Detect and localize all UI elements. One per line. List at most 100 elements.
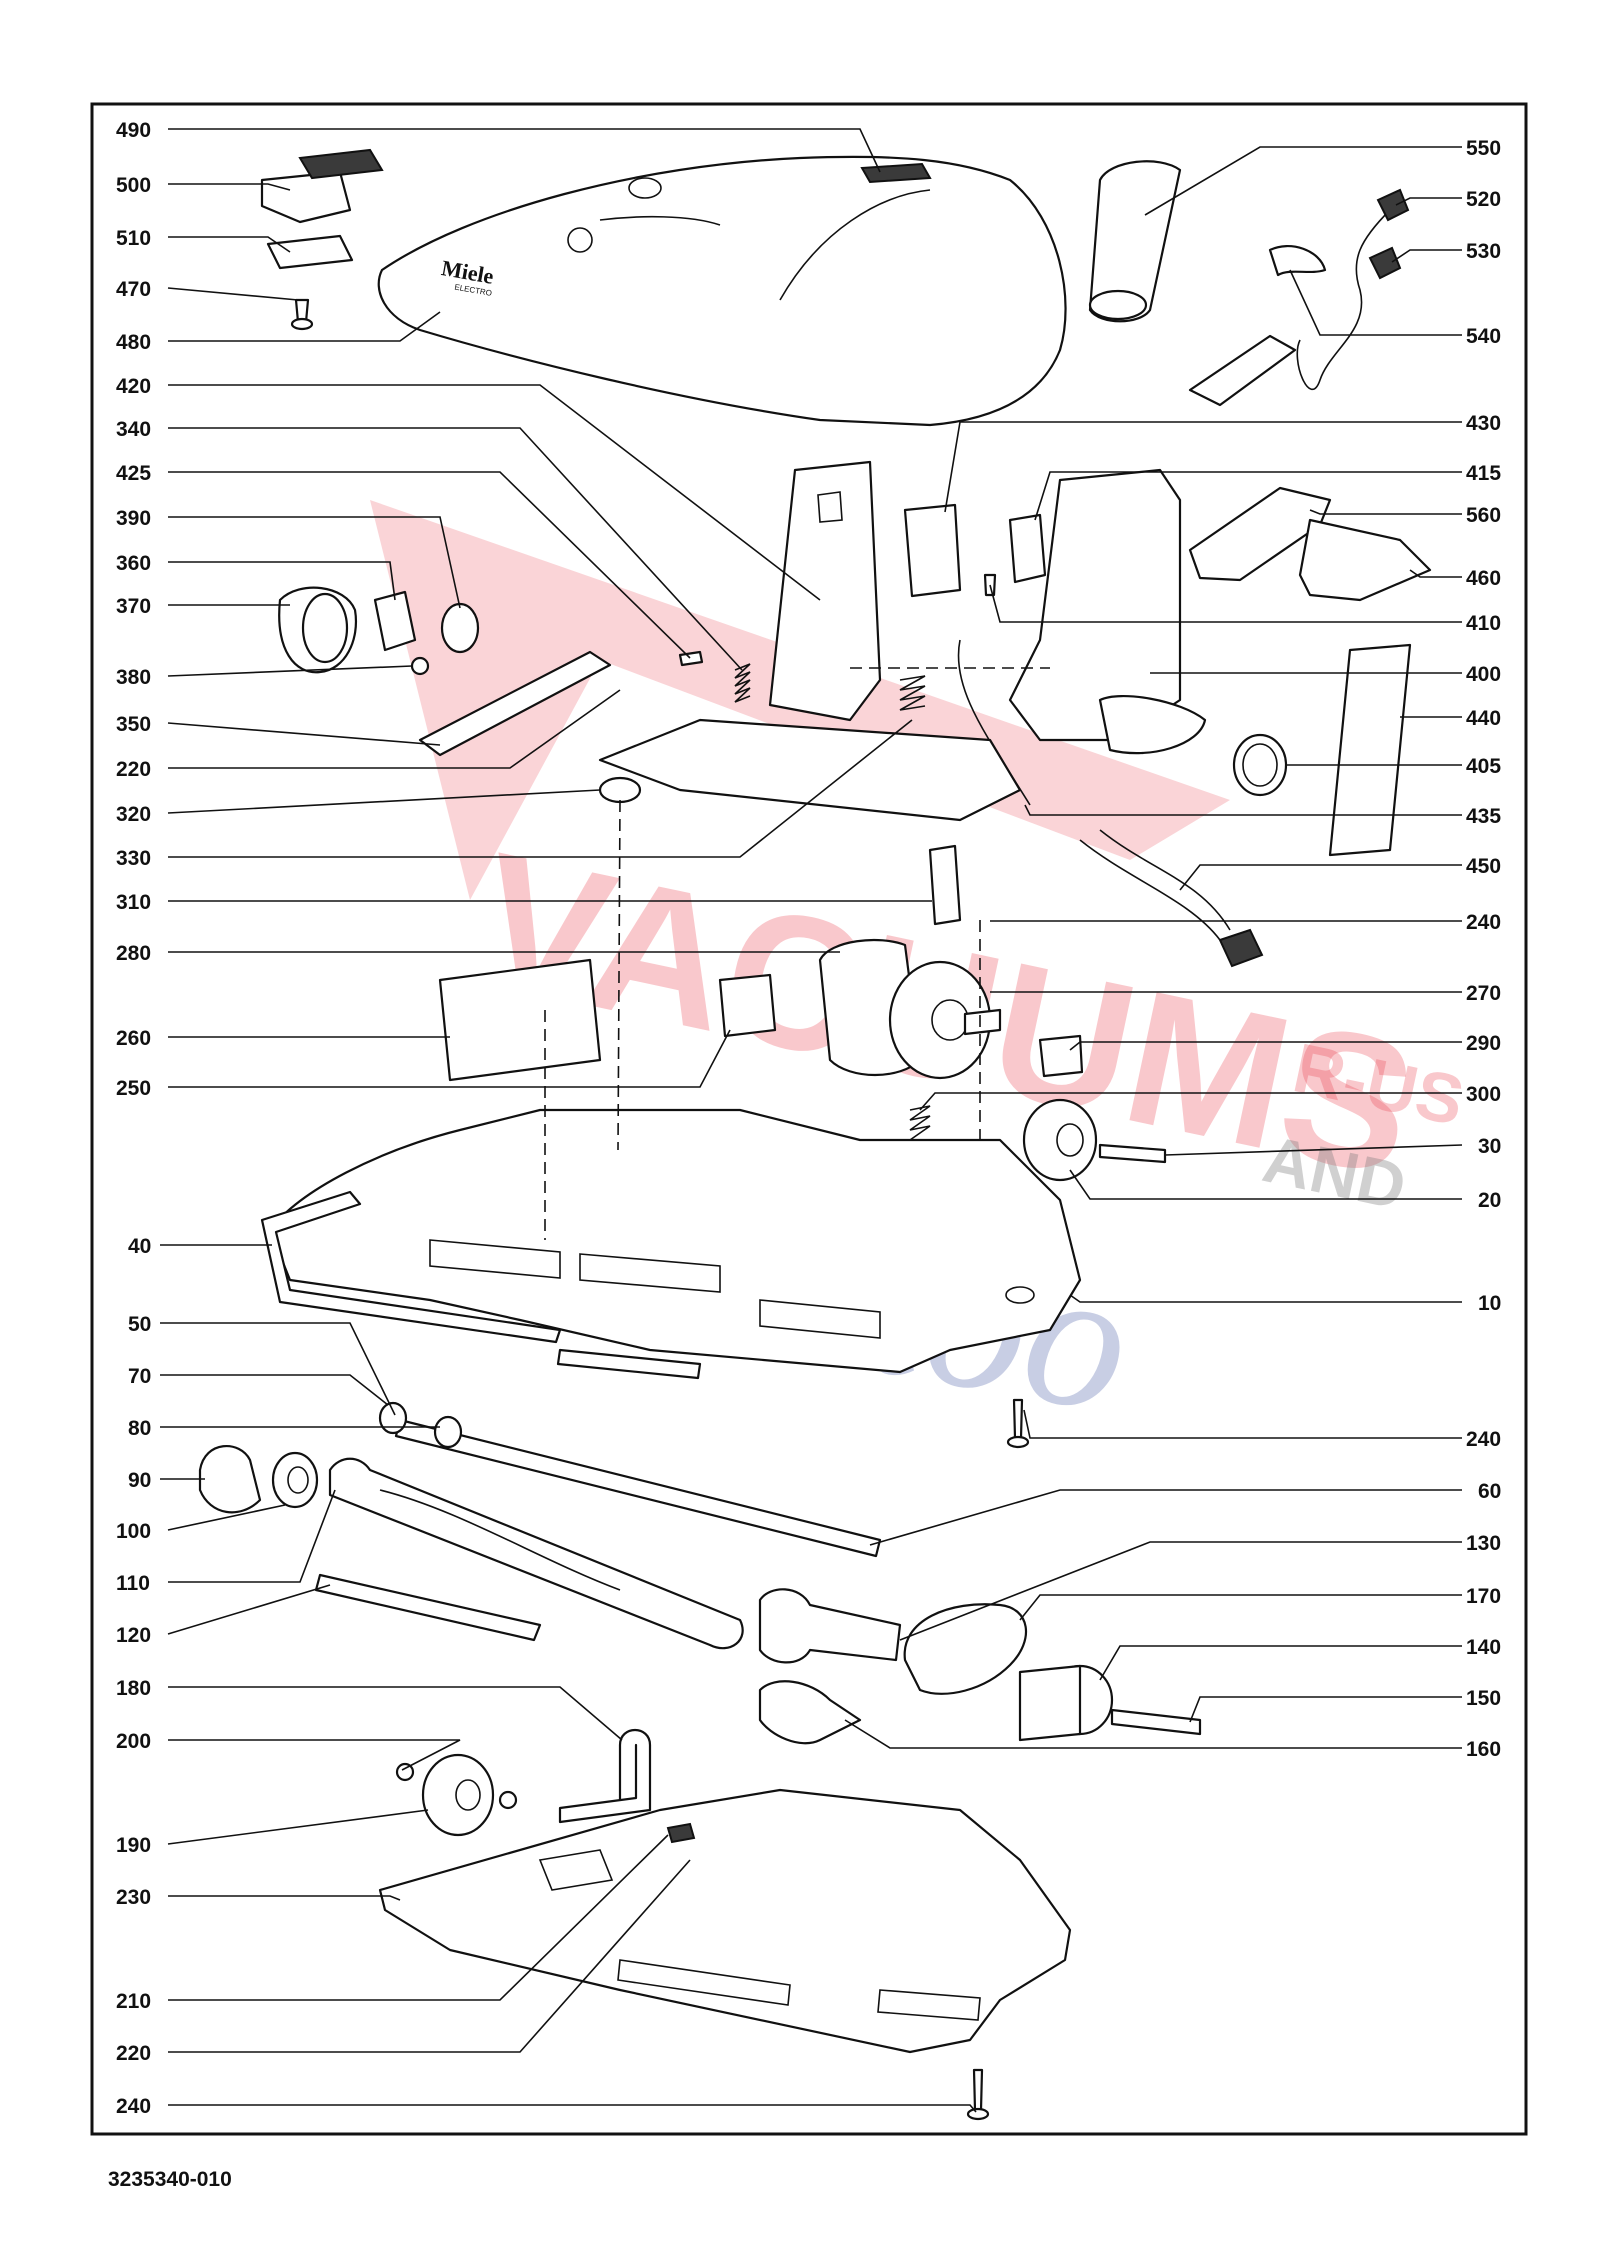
callout-350: 350 [116,713,151,736]
leader-callout-540 [1289,269,1462,336]
callout-40: 40 [128,1235,151,1258]
leader-callout-50 [160,1322,396,1416]
callout-180: 180 [116,1677,151,1700]
callout-150: 150 [1466,1687,1501,1710]
callout-240a: 240 [1466,911,1501,934]
upper-frame-320 [598,718,1022,822]
assembly-axis-1 [617,799,621,1151]
leader-callout-490 [168,128,881,173]
callout-450: 450 [1466,855,1501,878]
leader-callout-20 [1069,1169,1462,1200]
leader-callout-430 [944,421,1462,513]
callout-330: 330 [116,847,151,870]
lever-350 [418,650,612,757]
leader-callout-160 [844,1719,1462,1749]
plate-clip-210 [666,1822,696,1844]
roller-140-body [1018,1664,1082,1742]
callout-430: 430 [1466,412,1501,435]
spring-300 [909,1105,931,1141]
leader-callout-30 [1164,1144,1463,1156]
drive-belt-170 [903,1603,1028,1695]
leader-callout-420 [168,384,821,601]
callout-490: 490 [116,119,151,142]
callout-480: 480 [116,331,151,354]
cord-clip [1268,245,1327,277]
callout-360: 360 [116,552,151,575]
leader-callout-510 [168,236,291,253]
leader-callout-240c [168,2104,977,2113]
leader-callout-220b [168,1859,691,2053]
callout-320: 320 [116,803,151,826]
leader-callout-10 [1069,1294,1462,1303]
leader-callout-230 [168,1895,401,1901]
strip-50 [556,1348,702,1380]
end-cap-90 [198,1445,262,1514]
leader-callout-530 [1391,249,1462,263]
cord-sleeve [1088,160,1182,323]
leader-callout-550 [1144,146,1462,216]
callout-20: 20 [1478,1189,1501,1212]
gear-370-face [301,592,349,664]
leader-callout-60 [869,1489,1462,1546]
callout-100: 100 [116,1520,151,1543]
screw-240-bottom [972,2068,984,2112]
switch-screw-head [290,317,314,331]
base-housing-slot-3 [759,1299,881,1339]
callout-400: 400 [1466,663,1501,686]
axle-30 [1098,1143,1167,1164]
washer-380 [410,656,430,676]
callout-230: 230 [116,1886,151,1909]
leader-callout-150 [1189,1696,1462,1723]
screw-240-base [1012,1398,1024,1440]
callout-520: 520 [1466,188,1501,211]
leader-callout-120 [167,1584,331,1635]
callout-405: 405 [1466,755,1501,778]
callout-200: 200 [116,1730,151,1753]
belt-guard-160 [758,1680,862,1745]
power-cord [1296,209,1391,390]
side-cover-440 [1328,643,1412,857]
diagram-frame [90,102,1528,2136]
leader-callout-500 [168,183,291,191]
leader-callout-360 [168,561,396,601]
leader-callout-290 [1069,1041,1462,1051]
callout-110: 110 [116,1572,150,1595]
switch-bracket [260,170,352,224]
brush-holder-310 [928,844,962,926]
callout-140: 140 [1466,1636,1501,1659]
handle-mount-column [768,460,882,722]
cable-450-b [1099,829,1231,931]
callout-70: 70 [128,1365,151,1388]
top-cover-ridge [779,189,931,301]
leader-callout-170 [1019,1594,1462,1621]
brush-roll-spiral [379,1489,621,1591]
base-plate-slot-3 [877,1989,981,2021]
callout-30: 30 [1478,1135,1501,1158]
plug-520 [1376,188,1410,222]
leader-callout-130 [899,1541,1462,1641]
leader-callout-330 [168,719,913,858]
callout-560: 560 [1466,504,1501,527]
micro-switch-415 [1008,513,1047,584]
callout-50: 50 [128,1313,151,1336]
callout-240b: 240 [1466,1428,1501,1451]
callout-310: 310 [116,891,151,914]
cord-plug-body [1188,334,1297,407]
ring-80 [433,1415,463,1449]
rear-wheel-190-hub [455,1779,481,1811]
top-cover-ridge-2 [599,215,721,226]
base-plate-slot-2 [617,1959,791,2006]
leader-callout-110 [168,1489,336,1583]
callout-240c: 240 [116,2095,151,2118]
spring-340 [734,663,751,703]
switch-250 [718,973,777,1038]
callout-425: 425 [116,462,151,485]
callout-60: 60 [1478,1480,1501,1503]
leader-callout-250 [168,1029,731,1088]
callout-370: 370 [116,595,151,618]
leader-callout-415 [1034,471,1462,521]
callout-130: 130 [1466,1532,1501,1555]
leader-callout-435 [1024,804,1462,816]
callout-530: 530 [1466,240,1501,263]
motor-shaft [963,1008,1002,1036]
